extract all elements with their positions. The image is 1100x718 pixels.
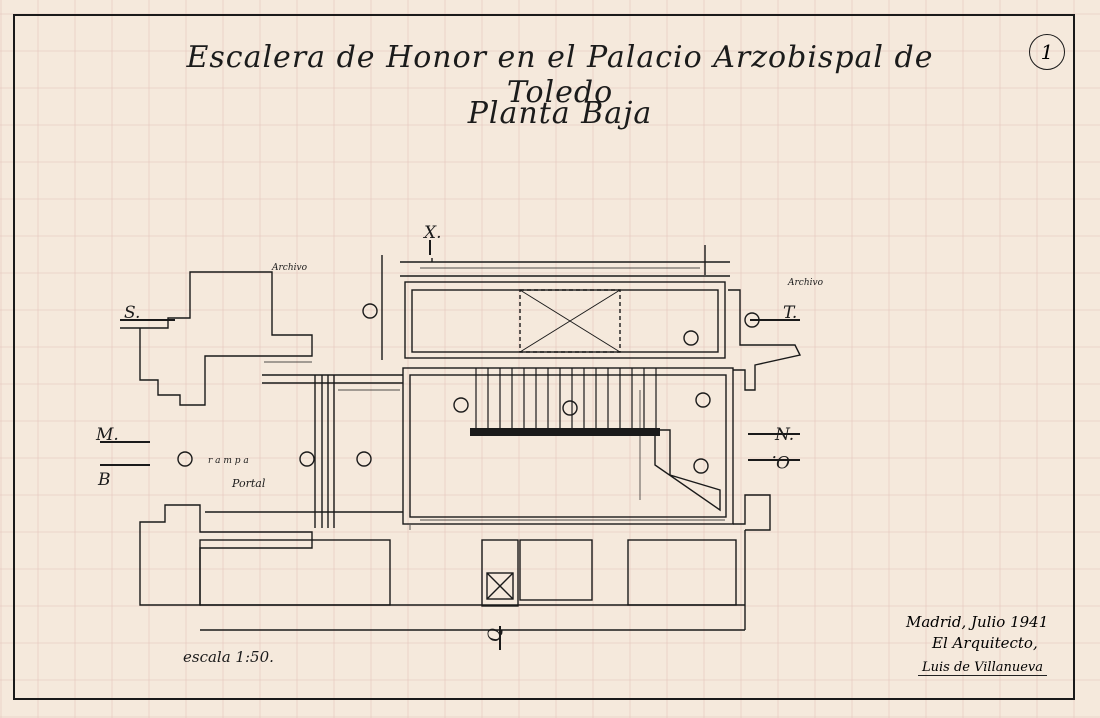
elevator-shaft bbox=[481, 539, 519, 607]
lower-room-2 bbox=[519, 539, 593, 601]
level-marker bbox=[683, 330, 699, 346]
scale-label: escala 1:50. bbox=[183, 648, 274, 666]
level-marker bbox=[744, 312, 760, 328]
architect-line: El Arquitecto, bbox=[932, 634, 1038, 652]
section-mark-o: O. bbox=[772, 451, 790, 471]
stair-treads bbox=[475, 368, 657, 430]
section-mark-s: S. bbox=[124, 303, 140, 323]
level-marker bbox=[362, 303, 378, 319]
section-mark-n: N. bbox=[774, 425, 794, 445]
archivo-label-left: Archivo bbox=[271, 263, 308, 273]
architect-signature: Luis de Villanueva bbox=[918, 660, 1048, 676]
section-mark-q: Q bbox=[485, 628, 505, 642]
archivo-label-right: Archivo bbox=[787, 278, 824, 288]
lower-room-1 bbox=[199, 539, 391, 606]
stair-hall-outline bbox=[402, 367, 734, 525]
level-marker bbox=[177, 451, 193, 467]
sheet-number: 1 bbox=[1029, 34, 1065, 70]
drawing-title: Escalera de Honor en el Palacio Arzobisp… bbox=[186, 40, 934, 110]
drawing-subtitle: Planta Baja bbox=[467, 96, 653, 131]
level-marker bbox=[693, 458, 709, 474]
left-wing-outline bbox=[120, 271, 313, 406]
level-marker bbox=[453, 397, 469, 413]
portal-label: Portal bbox=[231, 477, 266, 490]
lower-room-3 bbox=[627, 539, 737, 606]
level-marker bbox=[562, 400, 578, 416]
date-line: Madrid, Julio 1941 bbox=[906, 613, 1049, 631]
section-mark-b: B bbox=[97, 470, 111, 490]
upper-gallery-outline bbox=[404, 281, 726, 359]
level-marker bbox=[356, 451, 372, 467]
left-lower-outline bbox=[139, 504, 313, 606]
right-wing-outline bbox=[728, 289, 802, 391]
drawing-frame bbox=[13, 14, 1075, 700]
rampa-label: r a m p a bbox=[208, 456, 249, 466]
section-mark-m: M. bbox=[95, 425, 119, 445]
level-marker bbox=[299, 451, 315, 467]
section-mark-t: T. bbox=[783, 303, 797, 323]
section-mark-x: X. bbox=[422, 223, 442, 243]
level-marker bbox=[695, 392, 711, 408]
